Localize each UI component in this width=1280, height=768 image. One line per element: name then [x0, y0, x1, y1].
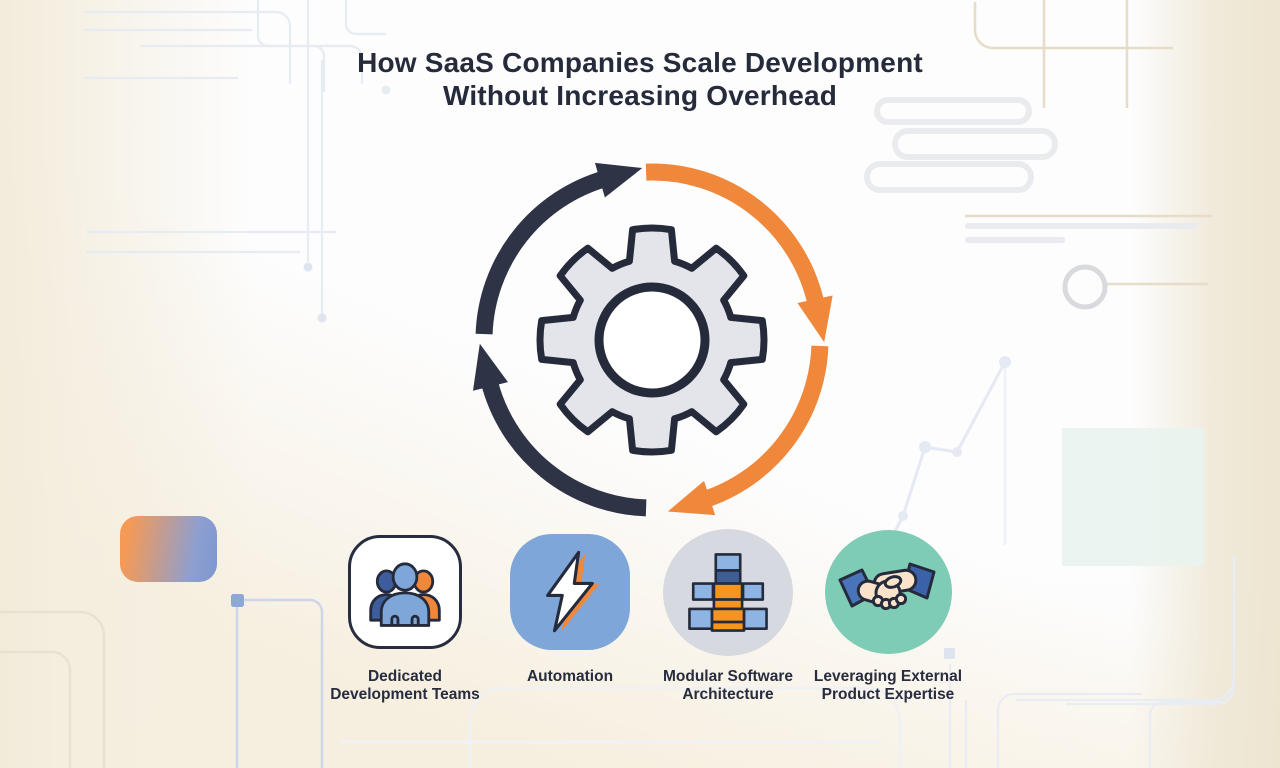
label-line: Architecture [682, 686, 774, 704]
pillar-automation: Automation [480, 524, 660, 686]
handshake-icon [824, 530, 952, 654]
cycle-arrow-dark-top-left [475, 162, 643, 335]
pillar-icon-area [824, 524, 952, 660]
pillar-dedicated-teams: Dedicated Development Teams [315, 524, 495, 705]
label-line: Product Expertise [821, 686, 955, 704]
label-line: Modular Software [662, 668, 794, 685]
label-line: Leveraging External [813, 668, 963, 685]
title-line-1: How SaaS Companies Scale Development [357, 47, 923, 78]
people-icon [348, 535, 462, 649]
pillar-label: Dedicated Development Teams [330, 668, 480, 705]
pillar-icon-area [663, 524, 793, 660]
circuit-node-circle [1062, 264, 1108, 310]
cycle-arrow-orange-bottom-right [667, 345, 829, 516]
pillar-external-expertise: Leveraging External Product Expertise [798, 524, 978, 705]
modules-icon [663, 528, 793, 656]
pillar-label: Leveraging External Product Expertise [814, 668, 962, 705]
label-line: Development Teams [330, 686, 480, 704]
gear-cycle-graphic [472, 162, 833, 517]
circuit-node-square [231, 594, 244, 607]
pillar-icon-area [510, 524, 630, 660]
pillar-icon-area [348, 524, 462, 660]
gradient-chip-decoration [120, 516, 217, 582]
pillar-label: Automation [527, 668, 613, 686]
title-line-2: Without Increasing Overhead [442, 79, 838, 111]
pillar-modular-architecture: Modular Software Architecture [638, 524, 818, 705]
cycle-arrow-orange-top-right [645, 163, 833, 343]
label-line: Dedicated [367, 668, 443, 685]
label-line: Automation [526, 668, 614, 685]
pillar-label: Modular Software Architecture [663, 668, 793, 705]
page-title: How SaaS Companies Scale Development Wit… [0, 47, 1280, 113]
gear-icon [536, 224, 768, 456]
cycle-arrow-dark-bottom-left [472, 343, 647, 517]
lightning-icon [510, 534, 630, 650]
